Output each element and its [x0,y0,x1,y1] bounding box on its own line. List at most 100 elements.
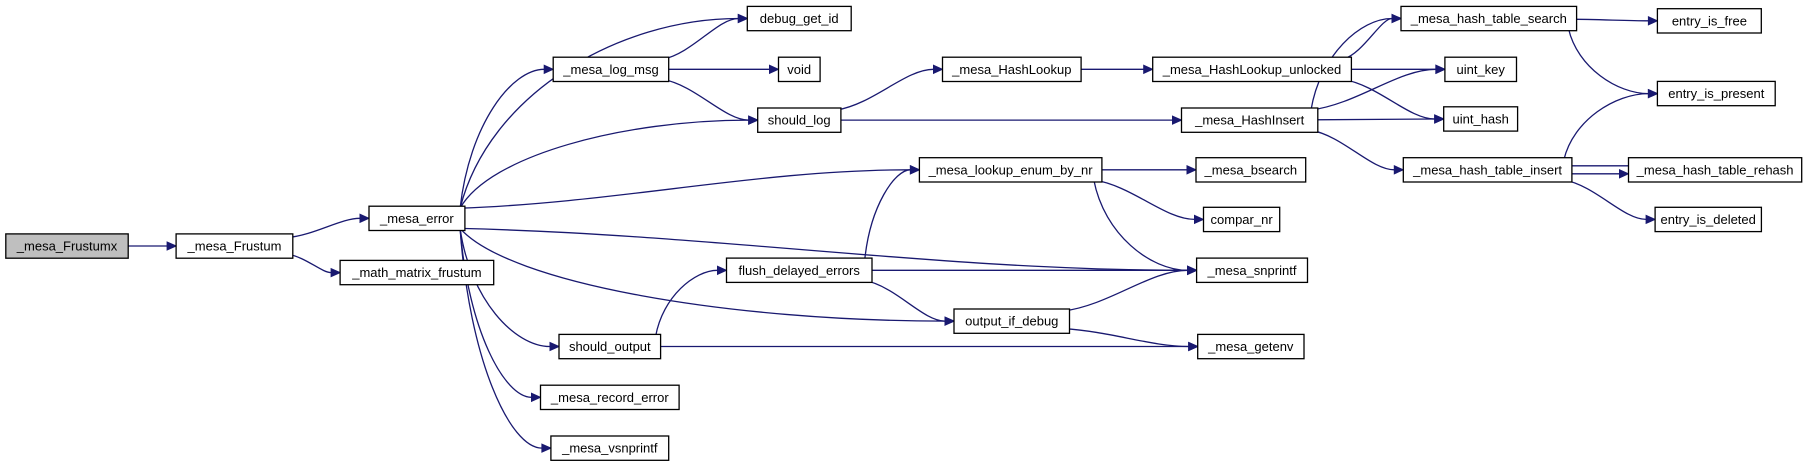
edge [1063,328,1189,348]
node-box [1656,8,1762,34]
node-label: compar_nr [1211,212,1274,227]
node-label: _mesa_vsnprintf [561,441,658,456]
edge-arrowhead [717,265,728,276]
edge [1310,118,1435,121]
edge-arrowhead [1187,265,1198,276]
node-label: _mesa_Frustumx [16,239,118,254]
node-label: _mesa_snprintf [1207,263,1297,278]
node-mesa-hash-table-insert[interactable]: _mesa_hash_table_insert [1402,157,1573,183]
node-label: entry_is_present [1668,86,1764,101]
node-box [1654,206,1763,233]
node-label: _mesa_HashLookup [951,62,1071,77]
node-mesa-getenv[interactable]: _mesa_getenv [1197,333,1305,360]
edge-arrowhead [1435,64,1447,75]
node-box [552,56,670,83]
node-mesa-hash-table-rehash[interactable]: _mesa_hash_table_rehash [1627,157,1803,183]
node-entry-is-deleted[interactable]: entry_is_deleted [1654,206,1763,233]
edge-arrowhead [1172,115,1183,125]
node-box [558,333,662,360]
edge-arrowhead [748,115,759,125]
node-mesa-hash-table-search[interactable]: _mesa_hash_table_search [1400,5,1578,32]
node-label: uint_key [1456,62,1505,77]
node-label: debug_get_id [760,11,839,26]
edge [1310,17,1393,111]
edge [460,227,1188,271]
edge-arrowhead [543,64,555,75]
edge [1310,68,1436,111]
node-entry-is-free[interactable]: entry_is_free [1656,8,1762,34]
edge-arrowhead [1194,214,1205,225]
node-mesa-bsearch[interactable]: _mesa_bsearch [1195,157,1307,183]
node-flush-delayed-errors[interactable]: flush_delayed_errors [725,257,873,284]
edge-arrowhead [1188,341,1199,352]
node-label: uint_hash [1453,112,1509,127]
edge [1343,78,1435,120]
node-mesa-hashlookup-unlocked[interactable]: _mesa_HashLookup_unlocked [1152,56,1353,83]
edge [459,119,749,209]
node-box [1195,157,1307,183]
node-mesa-log-msg[interactable]: _mesa_log_msg [552,56,670,83]
node-label: should_log [768,113,831,128]
node-box [777,56,821,83]
node-mesa-frustumx[interactable]: _mesa_Frustumx [5,233,129,259]
edge [459,227,946,322]
node-mesa-snprintf[interactable]: _mesa_snprintf [1195,257,1309,284]
node-label: _mesa_Frustum [187,239,282,254]
node-mesa-lookup-enum-by-nr[interactable]: _mesa_lookup_enum_by_nr [918,157,1103,183]
node-uint-key[interactable]: uint_key [1444,56,1518,83]
node-should-output[interactable]: should_output [558,333,662,360]
node-label: output_if_debug [965,314,1058,329]
edge [1563,179,1647,221]
node-should-log[interactable]: should_log [757,107,842,133]
edge-arrowhead [1647,88,1659,99]
edge-arrowhead [1393,165,1405,175]
edge-arrowhead [359,213,371,224]
node-box [757,107,842,133]
edge-arrowhead [933,64,944,75]
edge-arrowhead [1647,16,1659,26]
node-box [918,157,1103,183]
node-label: should_output [569,339,651,354]
node-mesa-error[interactable]: _mesa_error [368,205,466,232]
node-box [1152,56,1353,83]
edge [836,68,934,111]
edge-arrowhead [1645,214,1657,225]
edge-arrowhead [944,316,956,326]
node-label: _mesa_getenv [1207,339,1294,354]
node-mesa-record-error[interactable]: _mesa_record_error [539,384,680,411]
edge-arrowhead [549,341,561,352]
node-output-if-debug[interactable]: output_if_debug [953,308,1071,334]
edge-arrowhead [1391,13,1403,24]
node-compar-nr[interactable]: compar_nr [1202,206,1281,233]
node-label: _mesa_hash_table_search [1410,11,1567,26]
node-entry-is-present[interactable]: entry_is_present [1656,80,1776,107]
edge [864,279,946,322]
edge [662,78,749,121]
node-math-matrix-frustum[interactable]: _math_matrix_frustum [339,259,495,286]
node-debug-get-id[interactable]: debug_get_id [746,5,852,32]
node-mesa-frustum[interactable]: _mesa_Frustum [175,233,294,259]
nodes-layer: _mesa_Frustumx _mesa_Frustum _mesa_error _m… [5,5,1803,461]
edge [1093,179,1188,271]
edge [1093,179,1195,221]
node-box [1402,157,1573,183]
node-mesa-vsnprintf[interactable]: _mesa_vsnprintf [550,435,670,461]
node-void[interactable]: void [777,56,821,83]
edge-arrowhead [1143,64,1154,75]
node-label: _mesa_log_msg [562,62,658,77]
edge [1563,92,1649,160]
node-label: _mesa_lookup_enum_by_nr [928,162,1094,177]
node-mesa-hashlookup[interactable]: _mesa_HashLookup [941,56,1082,83]
node-box [1400,5,1578,32]
node-label: _math_matrix_frustum [351,265,481,280]
node-box [746,5,852,32]
node-label: void [787,62,811,77]
node-box [1656,80,1776,107]
node-uint-hash[interactable]: uint_hash [1443,106,1519,132]
edge [1063,269,1188,312]
node-mesa-hashinsert[interactable]: _mesa_HashInsert [1180,107,1319,133]
edge-arrowhead [541,443,553,453]
edge-arrowhead [166,241,178,251]
node-box [550,435,670,461]
